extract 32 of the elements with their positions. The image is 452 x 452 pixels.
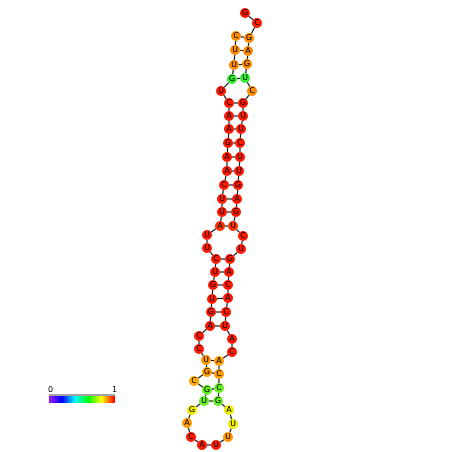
connector-line bbox=[194, 439, 198, 443]
connector-line bbox=[233, 216, 236, 222]
connector-line bbox=[250, 27, 256, 34]
connector-line bbox=[245, 68, 247, 74]
connector-line bbox=[222, 190, 224, 194]
connector-line bbox=[240, 36, 244, 38]
scale-tick-label: 0 bbox=[48, 386, 54, 394]
connector-line bbox=[221, 404, 226, 408]
connector-line bbox=[241, 240, 243, 244]
connector-line bbox=[234, 54, 236, 60]
connector-line bbox=[198, 374, 204, 379]
connector-line bbox=[224, 82, 230, 88]
connector-line bbox=[213, 276, 215, 280]
connector-line bbox=[210, 251, 214, 256]
connector-line bbox=[210, 228, 216, 233]
scale-tick-label: 1 bbox=[112, 386, 118, 394]
connector-line bbox=[216, 298, 224, 300]
connector-line bbox=[226, 302, 228, 308]
connector-line bbox=[220, 216, 222, 222]
connector-line bbox=[223, 94, 227, 100]
connector-line bbox=[246, 82, 250, 87]
connector-line bbox=[224, 176, 227, 180]
connector-line bbox=[220, 439, 224, 443]
connector-line bbox=[232, 70, 234, 74]
connector-line bbox=[241, 120, 243, 124]
connector-line bbox=[222, 354, 228, 359]
connector-line bbox=[245, 94, 250, 100]
connector-line bbox=[198, 383, 204, 388]
connector-line bbox=[202, 328, 207, 334]
connector-line bbox=[248, 16, 254, 20]
connector-line bbox=[196, 403, 200, 408]
connector-line bbox=[226, 330, 230, 335]
